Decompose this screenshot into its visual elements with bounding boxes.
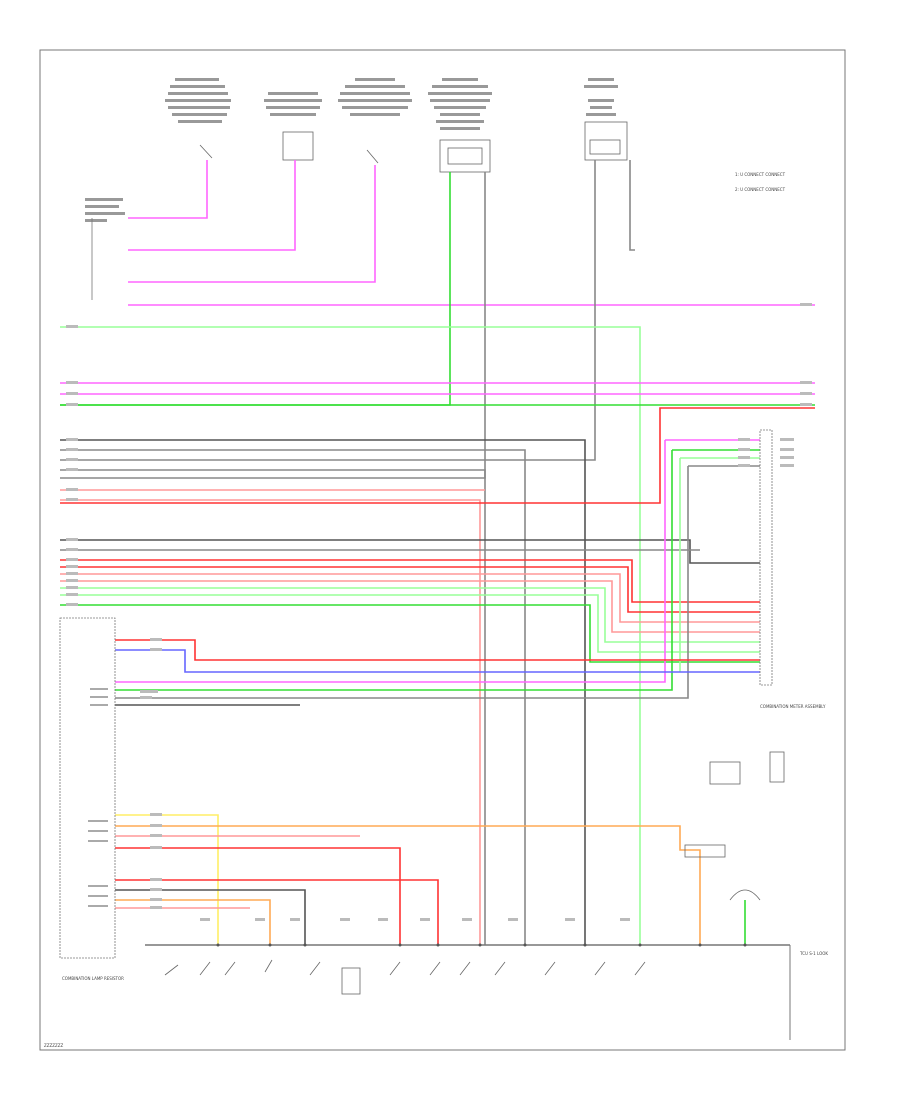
left-control-module-box <box>59 617 116 959</box>
right-connector-box <box>759 429 773 686</box>
legend-item-1: 1: U CONNECT CONNECT <box>735 172 786 177</box>
top-components <box>199 121 628 173</box>
left-module-pin-labels <box>88 688 108 907</box>
bottom-switches <box>164 959 646 995</box>
corner-label: ZZZZZZZ <box>44 1043 63 1048</box>
legend-item-2: 2: U CONNECT CONNECT <box>735 187 786 192</box>
lower-right-components <box>684 751 785 901</box>
control-module-wiring <box>115 639 760 945</box>
right-side-wiring <box>115 439 760 699</box>
left-module-label: COMBINATION LAMP RESISTOR <box>62 976 124 981</box>
diagram-frame <box>39 49 846 1051</box>
right-module-label: COMBINATION METER ASSEMBLY <box>760 704 826 709</box>
harness-lines <box>60 326 815 945</box>
top-component-labels <box>85 78 618 222</box>
bottom-right-label: TCU S-1 LOOK <box>799 951 828 956</box>
bus-connector-dots <box>216 943 747 947</box>
top-feeder-wires <box>60 160 815 479</box>
wire-color-tags <box>66 303 812 921</box>
